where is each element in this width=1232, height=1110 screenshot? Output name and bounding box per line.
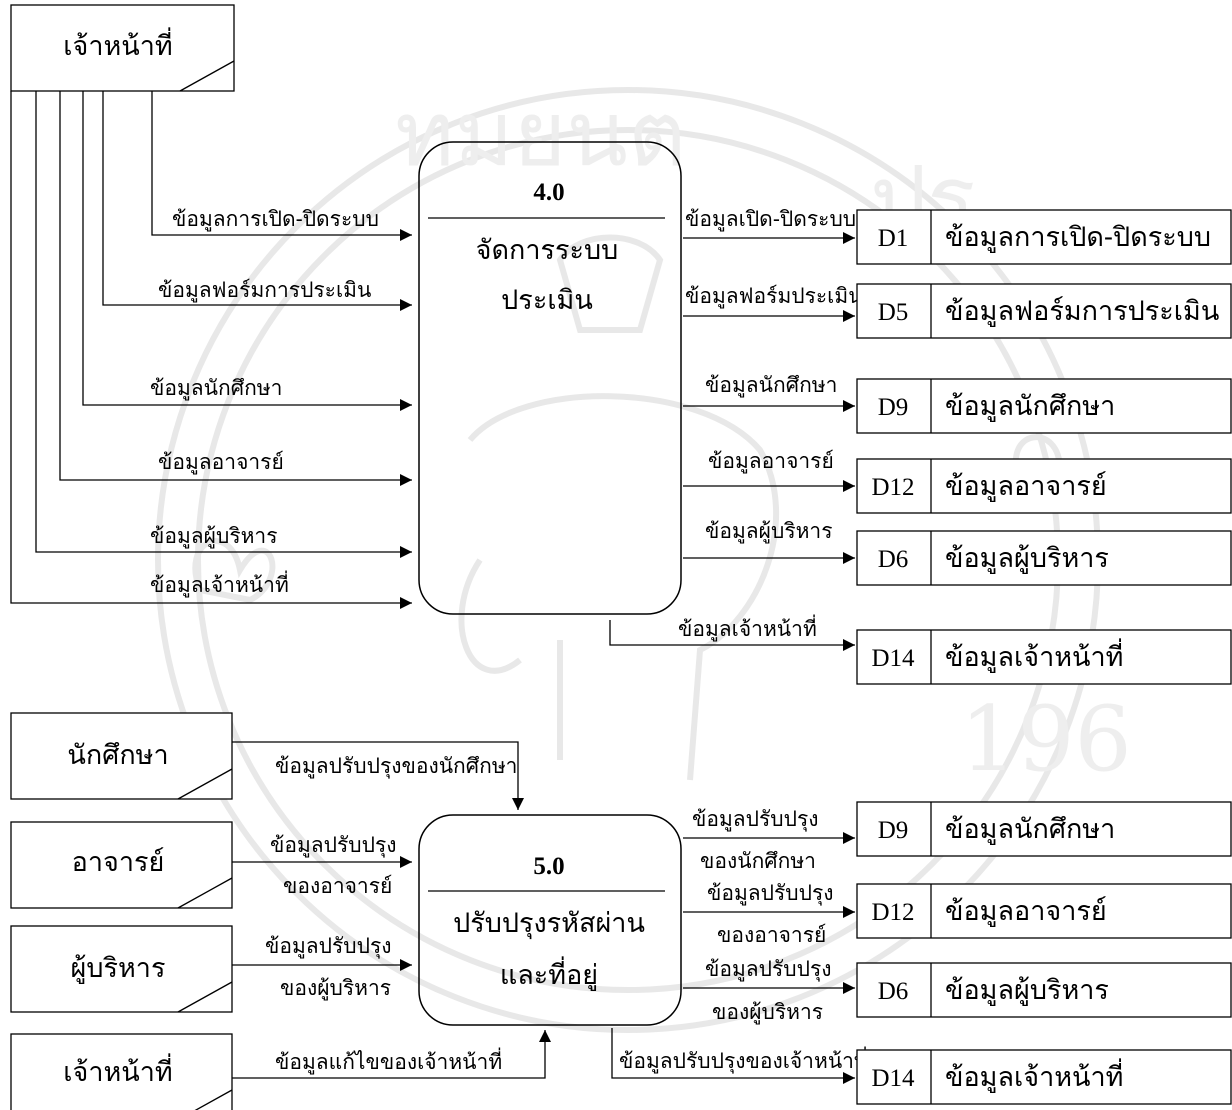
datastore-name: ข้อมูลนักศึกษา (945, 814, 1115, 845)
datastore-name: ข้อมูลฟอร์มการประเมิน (945, 295, 1219, 327)
flow-label: ข้อมูลปรับปรุง (270, 833, 396, 858)
flow-label: ข้อมูลนักศึกษา (150, 376, 282, 401)
datastore-d9-b[interactable]: D9 ข้อมูลนักศึกษา (856, 801, 1232, 857)
entity-officer-top[interactable]: เจ้าหน้าที่ (10, 4, 235, 92)
datastore-name: ข้อมูลผู้บริหาร (945, 975, 1109, 1006)
datastore-name: ข้อมูลอาจารย์ (945, 895, 1107, 927)
flow-label: ของผู้บริหาร (280, 976, 391, 1001)
datastore-id: D12 (871, 899, 914, 926)
flow-label: ข้อมูลปรับปรุง (265, 934, 391, 959)
outflow-labels-5: ข้อมูลปรับปรุง ของนักศึกษา ข้อมูลปรับปรุ… (619, 807, 868, 1074)
datastore-id: D9 (878, 394, 909, 421)
outflows-4-arrows (609, 232, 855, 651)
datastore-name: ข้อมูลอาจารย์ (945, 470, 1107, 502)
flow-label: ข้อมูลปรับปรุง (707, 881, 833, 906)
flow-label: ข้อมูลเจ้าหน้าที่ (150, 570, 289, 598)
datastore-d5[interactable]: D5 ข้อมูลฟอร์มการประเมิน (856, 283, 1232, 339)
university-seal-watermark: ทมยนต ปร 196 (155, 82, 1132, 1033)
entity-label: นักศึกษา (67, 740, 168, 771)
inflows-5-arrows (232, 741, 551, 1079)
entity-executive[interactable]: ผู้บริหาร (10, 925, 233, 1013)
flow-label: ข้อมูลอาจารย์ (708, 449, 834, 474)
entity-officer-bottom[interactable]: เจ้าหน้าที่ (10, 1033, 233, 1110)
process-name-line2: และที่อยู่ (500, 956, 598, 991)
entity-label: ผู้บริหาร (71, 953, 166, 984)
flow-label: ข้อมูลผู้บริหาร (705, 519, 833, 544)
datastore-id: D6 (878, 546, 909, 573)
flow-label: ข้อมูลผู้บริหาร (150, 524, 278, 549)
flow-label: ของผู้บริหาร (712, 1000, 823, 1025)
process-5-0[interactable]: 5.0 ปรับปรุงรหัสผ่าน และที่อยู่ (418, 814, 682, 1026)
entity-label: เจ้าหน้าที่ (63, 1053, 172, 1088)
entity-label: เจ้าหน้าที่ (63, 27, 172, 62)
officer-connectors (10, 91, 412, 609)
datastore-d9[interactable]: D9 ข้อมูลนักศึกษา (856, 378, 1232, 434)
flow-label: ข้อมูลอาจารย์ (158, 450, 284, 475)
flow-label: ข้อมูลเปิด-ปิดระบบ (685, 207, 856, 232)
flow-label: ข้อมูลเจ้าหน้าที่ (678, 614, 817, 642)
datastore-d6-b[interactable]: D6 ข้อมูลผู้บริหาร (856, 962, 1232, 1018)
datastore-d14[interactable]: D14 ข้อมูลเจ้าหน้าที่ (856, 629, 1232, 685)
flow-label: ข้อมูลปรับปรุง (705, 957, 831, 982)
inflow-labels-5: ข้อมูลปรับปรุงของนักศึกษา ข้อมูลปรับปรุง… (265, 754, 517, 1075)
flow-label: ข้อมูลฟอร์มประเมิน (685, 284, 863, 309)
datastore-name: ข้อมูลผู้บริหาร (945, 543, 1109, 574)
watermark-top-text: ทมยนต (395, 82, 686, 187)
datastore-d12-b[interactable]: D12 ข้อมูลอาจารย์ (856, 883, 1232, 939)
datastore-name: ข้อมูลเจ้าหน้าที่ (945, 1058, 1123, 1093)
process-number: 5.0 (533, 853, 564, 880)
flow-label: ข้อมูลแก้ไขของเจ้าหน้าที่ (275, 1047, 502, 1075)
datastore-d14-b[interactable]: D14 ข้อมูลเจ้าหน้าที่ (856, 1049, 1232, 1105)
flow-label: ข้อมูลการเปิด-ปิดระบบ (172, 207, 379, 232)
flow-label: ข้อมูลฟอร์มการประเมิน (158, 278, 371, 303)
process-name-line2: ประเมิน (501, 285, 593, 316)
entity-label: อาจารย์ (72, 846, 165, 878)
datastore-name: ข้อมูลเจ้าหน้าที่ (945, 638, 1123, 673)
process-number: 4.0 (533, 179, 564, 206)
flow-label: ข้อมูลปรับปรุงของนักศึกษา (275, 754, 517, 779)
flow-label: ของอาจารย์ (283, 874, 392, 898)
process-4-0[interactable]: 4.0 จัดการระบบ ประเมิน (418, 141, 682, 615)
datastore-name: ข้อมูลนักศึกษา (945, 391, 1115, 422)
outflows-5-arrows (611, 832, 855, 1084)
datastore-id: D6 (878, 978, 909, 1005)
flow-label: ข้อมูลปรับปรุง (692, 807, 818, 832)
datastore-id: D14 (871, 645, 915, 672)
entity-teacher[interactable]: อาจารย์ (10, 821, 233, 909)
datastore-id: D1 (878, 225, 909, 252)
datastore-id: D9 (878, 817, 909, 844)
datastore-name: ข้อมูลการเปิด-ปิดระบบ (945, 222, 1211, 253)
datastore-id: D5 (878, 299, 909, 326)
datastore-id: D14 (871, 1065, 915, 1092)
inflow-labels-4: ข้อมูลการเปิด-ปิดระบบ ข้อมูลฟอร์มการประเ… (150, 207, 379, 598)
datastore-id: D12 (871, 474, 914, 501)
datastore-d12[interactable]: D12 ข้อมูลอาจารย์ (856, 458, 1232, 514)
flow-label: ของอาจารย์ (717, 923, 826, 947)
datastore-d1[interactable]: D1 ข้อมูลการเปิด-ปิดระบบ (856, 209, 1232, 265)
process-name-line1: ปรับปรุงรหัสผ่าน (453, 908, 645, 940)
flow-label: ข้อมูลนักศึกษา (705, 373, 837, 398)
process-name-line1: จัดการระบบ (476, 235, 619, 266)
flow-label: ของนักศึกษา (700, 849, 816, 873)
outflow-labels-4: ข้อมูลเปิด-ปิดระบบ ข้อมูลฟอร์มประเมิน ข้… (678, 207, 863, 642)
flow-label: ข้อมูลปรับปรุงของเจ้าหน้าที่ (619, 1046, 868, 1074)
entity-student[interactable]: นักศึกษา (10, 712, 233, 800)
datastore-d6[interactable]: D6 ข้อมูลผู้บริหาร (856, 530, 1232, 586)
watermark-year: 196 (960, 687, 1132, 792)
